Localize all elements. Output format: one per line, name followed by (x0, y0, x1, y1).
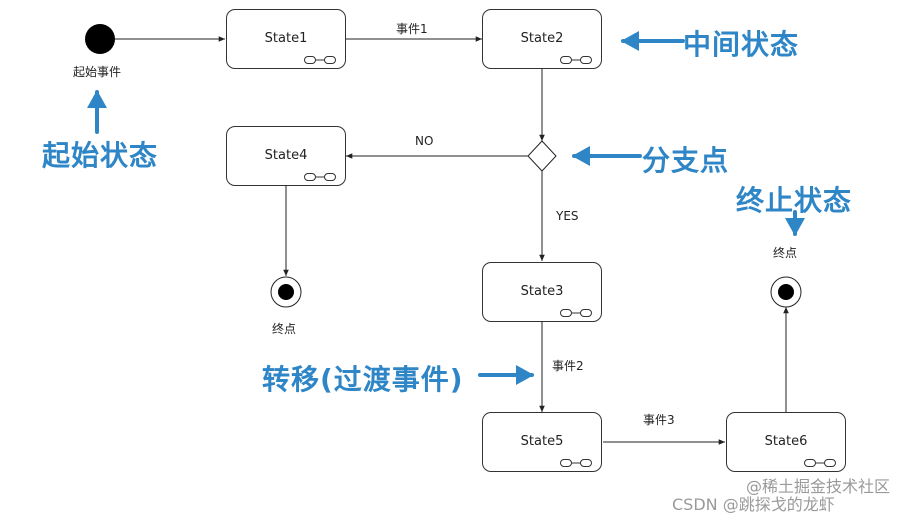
decision-node (527, 140, 557, 172)
link-icon (560, 309, 592, 317)
state6-box[interactable]: State6 (726, 412, 846, 472)
end-node-right-label: 终点 (773, 246, 798, 260)
annotation-middle-state: 中间状态 (683, 28, 800, 61)
state1-box[interactable]: State1 (226, 9, 346, 69)
annotation-end-state: 终止状态 (736, 184, 853, 217)
transition-label-event1: 事件1 (396, 22, 428, 36)
state6-label: State6 (764, 433, 808, 449)
watermark-line1: @稀土掘金技术社区 (746, 477, 891, 496)
transition-label-yes: YES (556, 209, 579, 223)
end-node-left-label: 终点 (272, 322, 297, 336)
state3-box[interactable]: State3 (482, 262, 602, 322)
state3-label: State3 (520, 283, 564, 299)
state5-box[interactable]: State5 (482, 412, 602, 472)
annotation-branch-point: 分支点 (642, 144, 730, 177)
annotation-transition: 转移(过渡事件) (262, 363, 464, 396)
link-icon (304, 173, 336, 181)
transition-label-event3: 事件3 (643, 413, 675, 427)
link-icon (560, 459, 592, 467)
state5-label: State5 (520, 433, 564, 449)
final-node-right (770, 276, 802, 308)
start-node-label: 起始事件 (73, 65, 122, 79)
state1-label: State1 (264, 30, 308, 46)
transition-label-event2: 事件2 (552, 359, 584, 373)
annotation-arrows (87, 31, 805, 385)
link-icon (804, 459, 836, 467)
transition-label-no: NO (415, 134, 434, 148)
annotation-start-state: 起始状态 (42, 139, 159, 172)
initial-node (85, 24, 115, 54)
state2-label: State2 (520, 30, 564, 46)
state4-label: State4 (264, 147, 308, 163)
link-icon (560, 56, 592, 64)
state4-box[interactable]: State4 (226, 126, 346, 186)
final-node-left (270, 276, 302, 308)
state2-box[interactable]: State2 (482, 9, 602, 69)
watermark-line2: CSDN @跳探戈的龙虾 (672, 495, 835, 514)
link-icon (304, 56, 336, 64)
